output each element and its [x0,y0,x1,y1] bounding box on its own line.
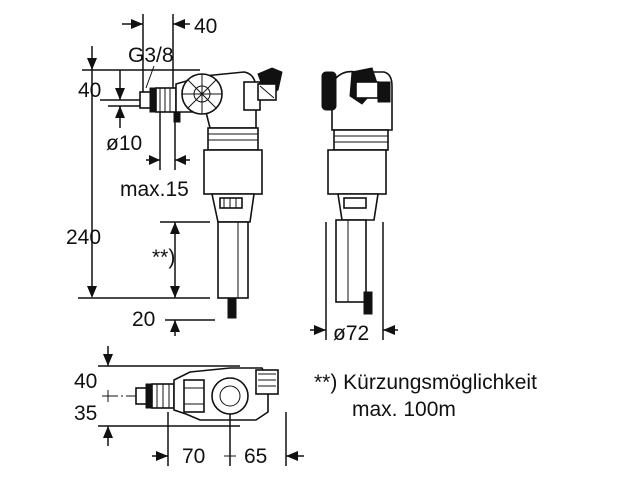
plan-clip [255,369,279,395]
plan-head [183,379,205,413]
nut [149,87,157,113]
arrow-icon [170,222,180,234]
dim-plan-70: 70 [182,445,205,468]
dim-thread: G3/8 [128,44,174,67]
inlet-fitting [155,87,177,113]
footnote: **) Kürzungsmöglichkeit max. 100m [314,371,537,421]
arrow-icon [115,88,125,100]
arrow-icon [170,320,180,332]
front-view: 40 G3/8 40 ø10 max.15 240 [66,14,283,336]
collar [207,127,259,151]
plan-view: 40 35 70 65 [74,346,304,468]
dim-diameter-10: ø10 [106,132,142,155]
side-collar [333,129,389,151]
dim-max-15: max.15 [120,178,189,201]
dim-height-240: 240 [66,226,101,249]
arrow-icon [286,451,298,461]
note-line-1: **) Kürzungsmöglichkeit [314,371,537,394]
side-filter-stub [363,291,373,315]
dim-plan-35: 35 [74,402,97,425]
filter-stub [227,297,237,319]
side-clip-body [355,81,379,99]
dim-plan-65: 65 [244,445,267,468]
tip [173,111,181,123]
arrow-icon [170,286,180,298]
arrow-icon [103,354,113,366]
arrow-icon [131,19,143,29]
arrow-icon [383,325,395,335]
arrow-icon [173,19,185,29]
side-cylinder [327,149,387,195]
arrow-icon [87,58,97,70]
arrow-icon [115,106,125,118]
dim-top-width: 40 [194,15,217,38]
side-fitting [377,81,391,103]
riser-tube [217,221,249,299]
arrow-icon [87,286,97,298]
arrow-icon [149,155,160,165]
dim-plan-40: 40 [74,370,97,393]
plan-bowl [211,377,249,415]
float-cylinder [203,149,263,195]
side-view: ø72 [310,67,398,345]
dim-bottom-20: 20 [132,308,155,331]
fill-valve-front [139,67,283,319]
label-plate [219,197,243,209]
dim-diameter-72: ø72 [333,322,369,345]
note-line-2: max. 100m [352,398,456,421]
dim-shortening: **) [152,246,175,269]
dim-inlet-height: 40 [78,79,101,102]
arrow-icon [175,155,186,165]
arrow-icon [103,426,113,438]
arrow-icon [314,325,326,335]
side-label-plate [343,197,367,209]
side-riser-tube [335,219,367,303]
side-wheel [321,71,337,111]
arrow-icon [156,451,168,461]
plan-nut [145,383,153,409]
